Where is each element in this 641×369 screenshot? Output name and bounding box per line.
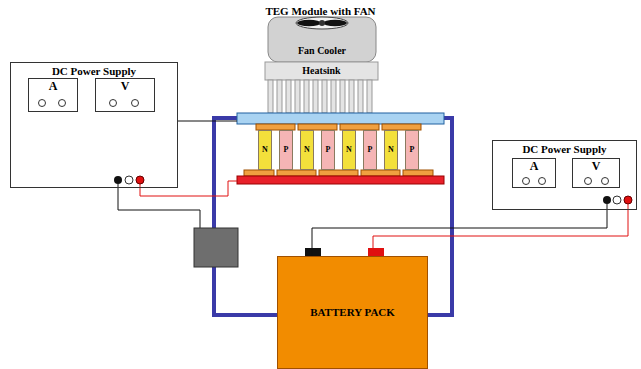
hot-plate bbox=[237, 176, 444, 184]
wire bbox=[118, 184, 200, 228]
blue-wire bbox=[214, 118, 277, 315]
controller-box bbox=[194, 228, 238, 267]
fan-blade bbox=[323, 20, 347, 26]
semiconductor-leg: N bbox=[342, 130, 356, 170]
semiconductor-leg: P bbox=[321, 130, 335, 170]
heatsink: Heatsink bbox=[265, 62, 378, 80]
node-label: DC Power Supply bbox=[522, 143, 606, 156]
heatsink-fins bbox=[268, 80, 372, 113]
knob bbox=[523, 178, 530, 185]
node-label: Fan Cooler bbox=[298, 45, 346, 57]
knob bbox=[539, 178, 546, 185]
wire bbox=[140, 181, 237, 196]
node-label: P bbox=[284, 145, 289, 154]
fan-hub bbox=[319, 20, 325, 26]
node-label: A bbox=[49, 80, 58, 94]
battery-terminal bbox=[305, 248, 321, 256]
copper-strip bbox=[319, 170, 358, 176]
semiconductor-leg: P bbox=[405, 130, 419, 170]
knob bbox=[39, 100, 46, 107]
semiconductor-leg: N bbox=[300, 130, 314, 170]
voltmeter-box: V bbox=[572, 158, 620, 188]
copper-strip bbox=[403, 170, 433, 176]
heatsink-fin bbox=[268, 80, 273, 113]
copper-strip bbox=[361, 170, 400, 176]
node-label: BATTERY PACK bbox=[310, 306, 395, 319]
node-label: A bbox=[530, 160, 539, 174]
heatsink-fin bbox=[322, 80, 327, 113]
battery-terminal bbox=[368, 248, 384, 256]
fan-blade bbox=[297, 20, 321, 26]
node-label: V bbox=[592, 160, 601, 174]
blue-wire bbox=[428, 118, 452, 315]
knob bbox=[602, 178, 609, 185]
knob bbox=[59, 100, 66, 107]
node-label: N bbox=[262, 145, 268, 154]
knob bbox=[585, 178, 592, 185]
ammeter-box: A bbox=[28, 78, 78, 112]
node-label: V bbox=[121, 80, 130, 94]
heatsink-fin bbox=[349, 80, 354, 113]
terminal bbox=[125, 176, 133, 184]
terminal bbox=[613, 196, 621, 204]
heatsink-base bbox=[265, 62, 378, 80]
ammeter-box: A bbox=[512, 158, 556, 188]
heatsink-fin bbox=[304, 80, 309, 113]
node-label: P bbox=[368, 145, 373, 154]
node-label: DC Power Supply bbox=[52, 65, 136, 78]
knob bbox=[132, 100, 139, 107]
copper-strip bbox=[277, 170, 316, 176]
bottom-strips bbox=[244, 170, 433, 176]
terminal bbox=[624, 196, 632, 204]
heatsink-fin bbox=[286, 80, 291, 113]
fan-ring bbox=[296, 17, 348, 29]
wire-connector bbox=[312, 210, 607, 256]
heatsink-fin bbox=[277, 80, 282, 113]
title-text: TEG Module with FAN bbox=[265, 5, 375, 18]
wire-connector bbox=[373, 210, 628, 256]
copper-strip bbox=[244, 170, 274, 176]
semiconductor-leg: P bbox=[363, 130, 377, 170]
cold-plate bbox=[237, 113, 444, 124]
dc-power-supply: DC Power SupplyA V bbox=[492, 140, 637, 210]
heatsink-fin bbox=[295, 80, 300, 113]
fan-housing bbox=[268, 17, 376, 62]
knob bbox=[110, 100, 117, 107]
semiconductor-leg: N bbox=[384, 130, 398, 170]
heatsink-fin bbox=[340, 80, 345, 113]
dc-power-supply: DC Power SupplyA V bbox=[10, 62, 178, 188]
terminal bbox=[114, 176, 122, 184]
node-label: P bbox=[410, 145, 415, 154]
diagram-title: TEG Module with FAN bbox=[0, 1, 641, 19]
semiconductor-leg: P bbox=[279, 130, 293, 170]
node-label: N bbox=[304, 145, 310, 154]
node-label: N bbox=[388, 145, 394, 154]
battery-pack: BATTERY PACK bbox=[277, 256, 428, 369]
heatsink-fin bbox=[367, 80, 372, 113]
node-label: Heatsink bbox=[302, 65, 340, 77]
fan-cooler: Fan Cooler bbox=[268, 40, 376, 62]
semiconductor-leg: N bbox=[258, 130, 272, 170]
heatsink-fin bbox=[313, 80, 318, 113]
node-label: N bbox=[346, 145, 352, 154]
node-label: P bbox=[326, 145, 331, 154]
terminal bbox=[136, 176, 144, 184]
terminal bbox=[603, 196, 611, 204]
voltmeter-box: V bbox=[95, 78, 155, 112]
heatsink-fin bbox=[331, 80, 336, 113]
wire bbox=[178, 121, 237, 122]
heatsink-fin bbox=[358, 80, 363, 113]
